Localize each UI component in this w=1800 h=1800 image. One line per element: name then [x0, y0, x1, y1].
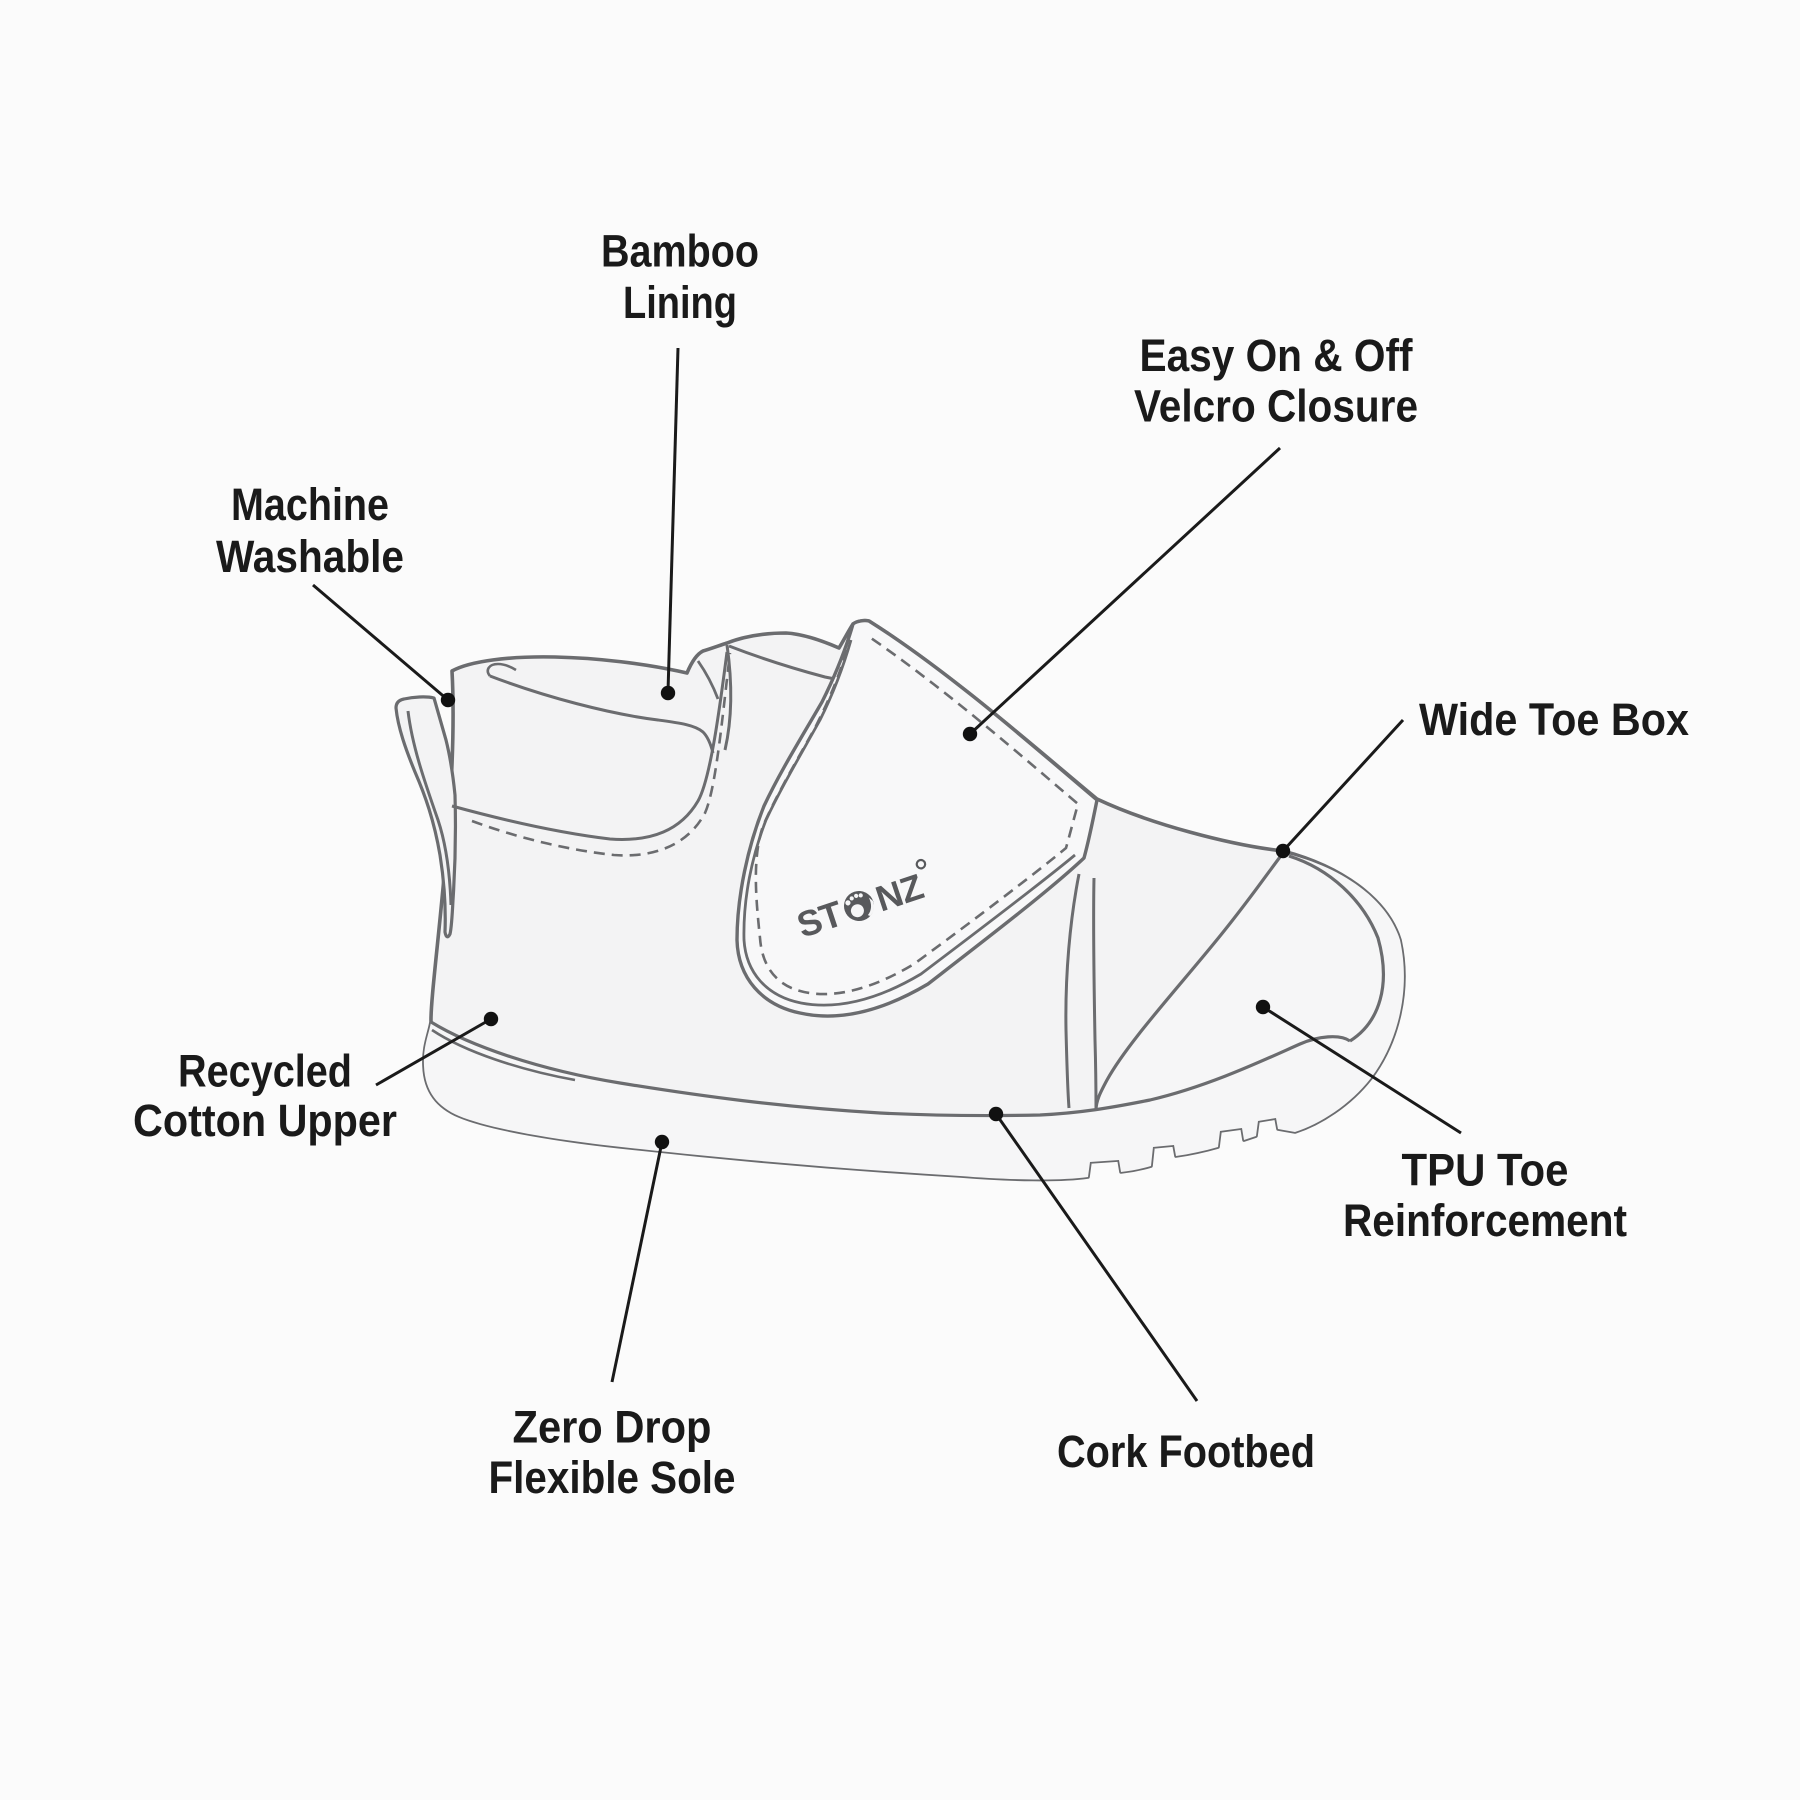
svg-text:Easy On & Off: Easy On & Off [1140, 330, 1414, 381]
svg-text:Washable: Washable [216, 531, 404, 582]
svg-text:Flexible Sole: Flexible Sole [489, 1452, 736, 1503]
svg-text:Zero Drop: Zero Drop [513, 1402, 712, 1453]
svg-text:Velcro Closure: Velcro Closure [1134, 381, 1418, 432]
svg-text:Cotton Upper: Cotton Upper [133, 1095, 397, 1146]
svg-text:Wide Toe Box: Wide Toe Box [1419, 694, 1689, 745]
svg-text:Recycled: Recycled [178, 1046, 352, 1097]
svg-text:Machine: Machine [231, 479, 389, 530]
svg-text:Bamboo: Bamboo [601, 226, 759, 277]
svg-text:TPU Toe: TPU Toe [1402, 1145, 1569, 1196]
svg-text:Reinforcement: Reinforcement [1343, 1195, 1627, 1246]
svg-text:Lining: Lining [623, 277, 737, 328]
svg-text:Cork Footbed: Cork Footbed [1057, 1426, 1315, 1477]
